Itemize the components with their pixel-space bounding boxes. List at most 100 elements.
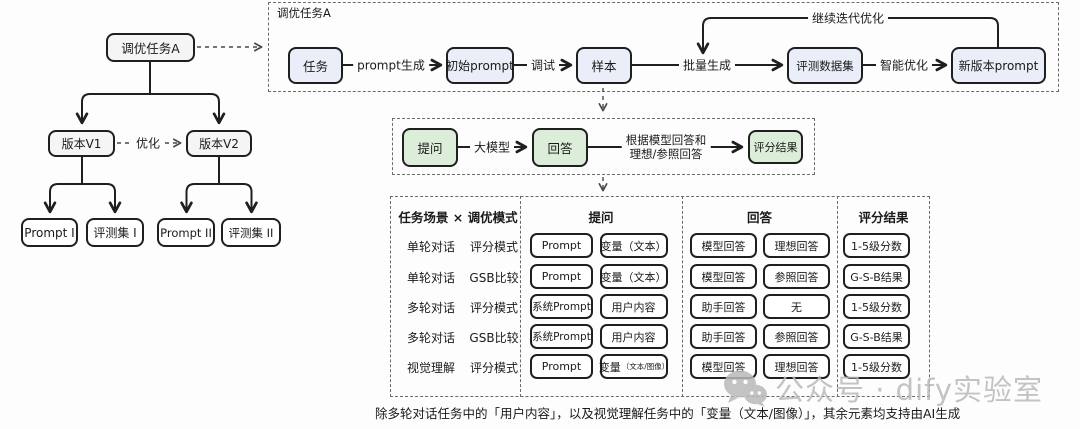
cell-label: 助手回答 <box>701 330 746 344</box>
mode-table-frame <box>390 196 930 397</box>
edge-label-judge-basis: 根据模型回答和 理想/参照回答 <box>621 133 711 161</box>
cell-answer-2: 理想回答 <box>763 354 830 379</box>
cell-label: 理想回答 <box>774 360 819 374</box>
footer-note: 除多轮对话任务中的「用户内容」，以及视觉理解任务中的「变量（文本/图像）」，其余… <box>375 406 961 421</box>
cell-question-2: 用户内容 <box>600 324 668 349</box>
node-answer: 回答 <box>532 128 588 167</box>
cell-label: 理想回答 <box>774 239 819 253</box>
row-scene: 视觉理解 <box>406 361 455 375</box>
node-label: Prompt II <box>160 225 212 240</box>
row-mode: 评分模式 <box>469 361 518 375</box>
cell-label: 变量（文本） <box>600 270 667 284</box>
node-evalset-1: 评测集 I <box>86 218 144 247</box>
cell-label: Prompt <box>541 270 582 283</box>
node-label: 评测集 I <box>93 226 137 240</box>
table-row: 单轮对话 评分模式 Prompt 变量（文本） 模型回答 理想回答 1-5级分数 <box>0 233 1080 258</box>
cell-question-1: 系统Prompt <box>530 324 593 349</box>
node-task: 任务 <box>288 47 343 84</box>
node-tuning-task-root: 调优任务A <box>106 33 195 62</box>
row-mode: GSB比较 <box>469 331 519 345</box>
cell-question-2: 变量（文本/图像） <box>598 354 670 379</box>
node-label: 新版本prompt <box>958 59 1039 73</box>
cell-label: 1-5级分数 <box>851 239 902 253</box>
table-row: 单轮对话 GSB比较 Prompt 变量（文本） 模型回答 参照回答 G-S-B… <box>0 264 1080 289</box>
node-eval-dataset: 评测数据集 <box>787 47 863 84</box>
row-mode: 评分模式 <box>469 240 518 254</box>
tuning-task-frame-title: 调优任务A <box>277 6 331 20</box>
edge-label-big-model: 大模型 <box>469 138 515 156</box>
node-label: 样本 <box>591 59 617 74</box>
edge-label-iterate-loop: 继续迭代优化 <box>807 9 889 27</box>
cell-question-1: Prompt <box>530 264 593 289</box>
cell-label: 模型回答 <box>701 360 746 374</box>
node-prompt-2: Prompt II <box>157 218 215 247</box>
cell-question-1: Prompt <box>530 233 593 258</box>
cell-answer-2: 无 <box>763 294 830 319</box>
row-scene: 多轮对话 <box>406 331 455 345</box>
row-scene: 多轮对话 <box>406 301 455 315</box>
cell-answer-2: 参照回答 <box>763 324 830 349</box>
cell-label: 用户内容 <box>611 300 656 314</box>
cell-score: 1-5级分数 <box>843 294 910 319</box>
edge-label-optimize: 优化 <box>131 134 165 152</box>
cell-question-1: 系统Prompt <box>530 294 593 319</box>
cell-answer-2: 参照回答 <box>763 264 830 289</box>
table-row: 多轮对话 评分模式 系统Prompt 用户内容 助手回答 无 1-5级分数 <box>0 294 1080 319</box>
cell-label-small: （文本/图像） <box>621 362 670 371</box>
cell-label: 模型回答 <box>701 239 746 253</box>
node-label: 任务 <box>302 59 328 74</box>
node-label: Prompt I <box>24 225 75 240</box>
tuning-task-frame <box>268 2 1059 92</box>
node-label: 初始prompt <box>446 59 514 73</box>
cell-label: G-S-B结果 <box>850 330 903 344</box>
table-separator-3 <box>837 196 838 397</box>
node-version-v1: 版本V1 <box>48 130 115 157</box>
node-version-v2: 版本V2 <box>186 130 252 157</box>
watermark-text: 公众号 · dify实验室 <box>775 373 1043 407</box>
node-new-prompt: 新版本prompt <box>951 47 1046 84</box>
node-evalset-2: 评测集 II <box>221 218 281 247</box>
scoring-flow-frame <box>392 118 815 175</box>
cell-label: 1-5级分数 <box>851 360 902 374</box>
cell-question-2: 变量（文本） <box>600 233 668 258</box>
cell-label: Prompt <box>541 239 582 252</box>
edge-label-batch-gen: 批量生成 <box>678 56 736 74</box>
node-label: 回答 <box>547 141 573 156</box>
watermark: 公众号 · dify实验室 <box>722 367 1043 409</box>
cell-label: 变量 <box>598 360 621 374</box>
table-separator-2 <box>682 196 683 397</box>
cell-label: 变量（文本） <box>600 239 667 253</box>
cell-score: G-S-B结果 <box>843 324 910 349</box>
cell-label: 无 <box>791 300 802 314</box>
cell-question-1: Prompt <box>530 354 593 379</box>
edge-label-debug: 调试 <box>526 56 560 74</box>
cell-score: 1-5级分数 <box>843 354 910 379</box>
wechat-icon <box>724 370 767 407</box>
cell-label: 助手回答 <box>701 300 746 314</box>
table-header-answer: 回答 <box>746 210 772 225</box>
cell-answer-1: 模型回答 <box>690 264 757 289</box>
cell-answer-2: 理想回答 <box>763 233 830 258</box>
cell-score: 1-5级分数 <box>843 233 910 258</box>
node-label: 评测数据集 <box>796 58 854 73</box>
node-label: 版本V2 <box>199 137 239 151</box>
row-scene: 单轮对话 <box>406 240 455 254</box>
node-label: 评分结果 <box>753 141 798 154</box>
node-initial-prompt: 初始prompt <box>446 47 514 84</box>
cell-label: 系统Prompt <box>532 301 591 313</box>
row-mode: GSB比较 <box>469 271 519 285</box>
cell-answer-1: 模型回答 <box>690 233 757 258</box>
row-scene: 单轮对话 <box>406 271 455 285</box>
node-prompt-1: Prompt I <box>21 218 78 247</box>
node-question: 提问 <box>402 128 458 167</box>
cell-label: 参照回答 <box>774 330 819 344</box>
cell-score: G-S-B结果 <box>843 264 910 289</box>
cell-label: 参照回答 <box>774 270 819 284</box>
cell-label: 模型回答 <box>701 270 746 284</box>
edge-label-smart-optimize: 智能优化 <box>875 56 933 74</box>
edge-label-prompt-gen: prompt生成 <box>353 56 429 74</box>
cell-label: 1-5级分数 <box>851 300 902 314</box>
node-label: 提问 <box>417 141 443 156</box>
node-label: 版本V1 <box>61 137 102 151</box>
